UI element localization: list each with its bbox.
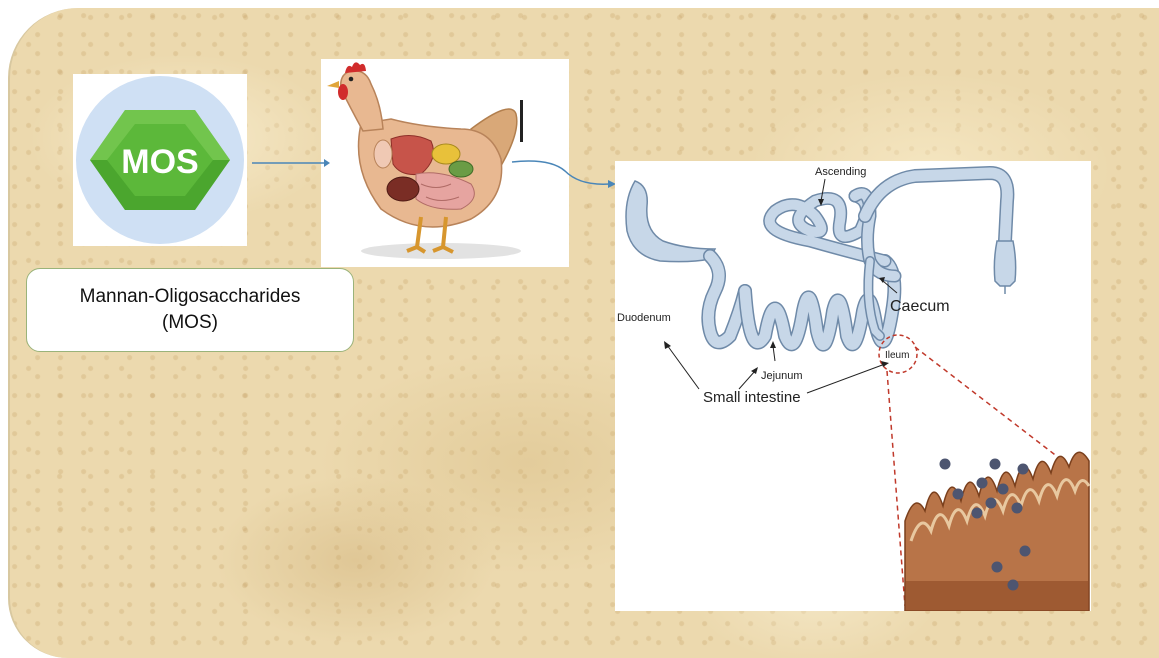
label-caecum: Caecum	[890, 298, 950, 315]
gut-diagram-panel: Ascending Caecum Duodenum Jejunum Ileum …	[615, 161, 1091, 611]
mos-caption-line2: (MOS)	[162, 310, 218, 336]
slide-background: MOS Mannan-Oligosaccharides (MOS)	[8, 8, 1159, 658]
label-ascending: Ascending	[815, 166, 866, 178]
mos-caption-line1: Mannan-Oligosaccharides	[80, 284, 301, 310]
label-jejunum: Jejunum	[761, 370, 803, 382]
text-cursor-mark	[518, 100, 526, 142]
arrow-mos-to-hen	[250, 148, 330, 178]
label-ileum: Ileum	[885, 350, 909, 361]
villi-histology-image	[905, 452, 1089, 611]
mos-caption-box: Mannan-Oligosaccharides (MOS)	[26, 268, 354, 352]
label-small-intestine: Small intestine	[703, 389, 801, 406]
mos-badge-label: MOS	[121, 143, 198, 181]
gut-diagram: Ascending Caecum Duodenum Jejunum Ileum …	[615, 161, 1091, 611]
mos-image-panel: MOS	[73, 74, 247, 246]
arrow-hen-to-gut	[510, 156, 620, 196]
mos-badge-graphic: MOS	[73, 74, 247, 246]
label-duodenum: Duodenum	[617, 312, 671, 324]
